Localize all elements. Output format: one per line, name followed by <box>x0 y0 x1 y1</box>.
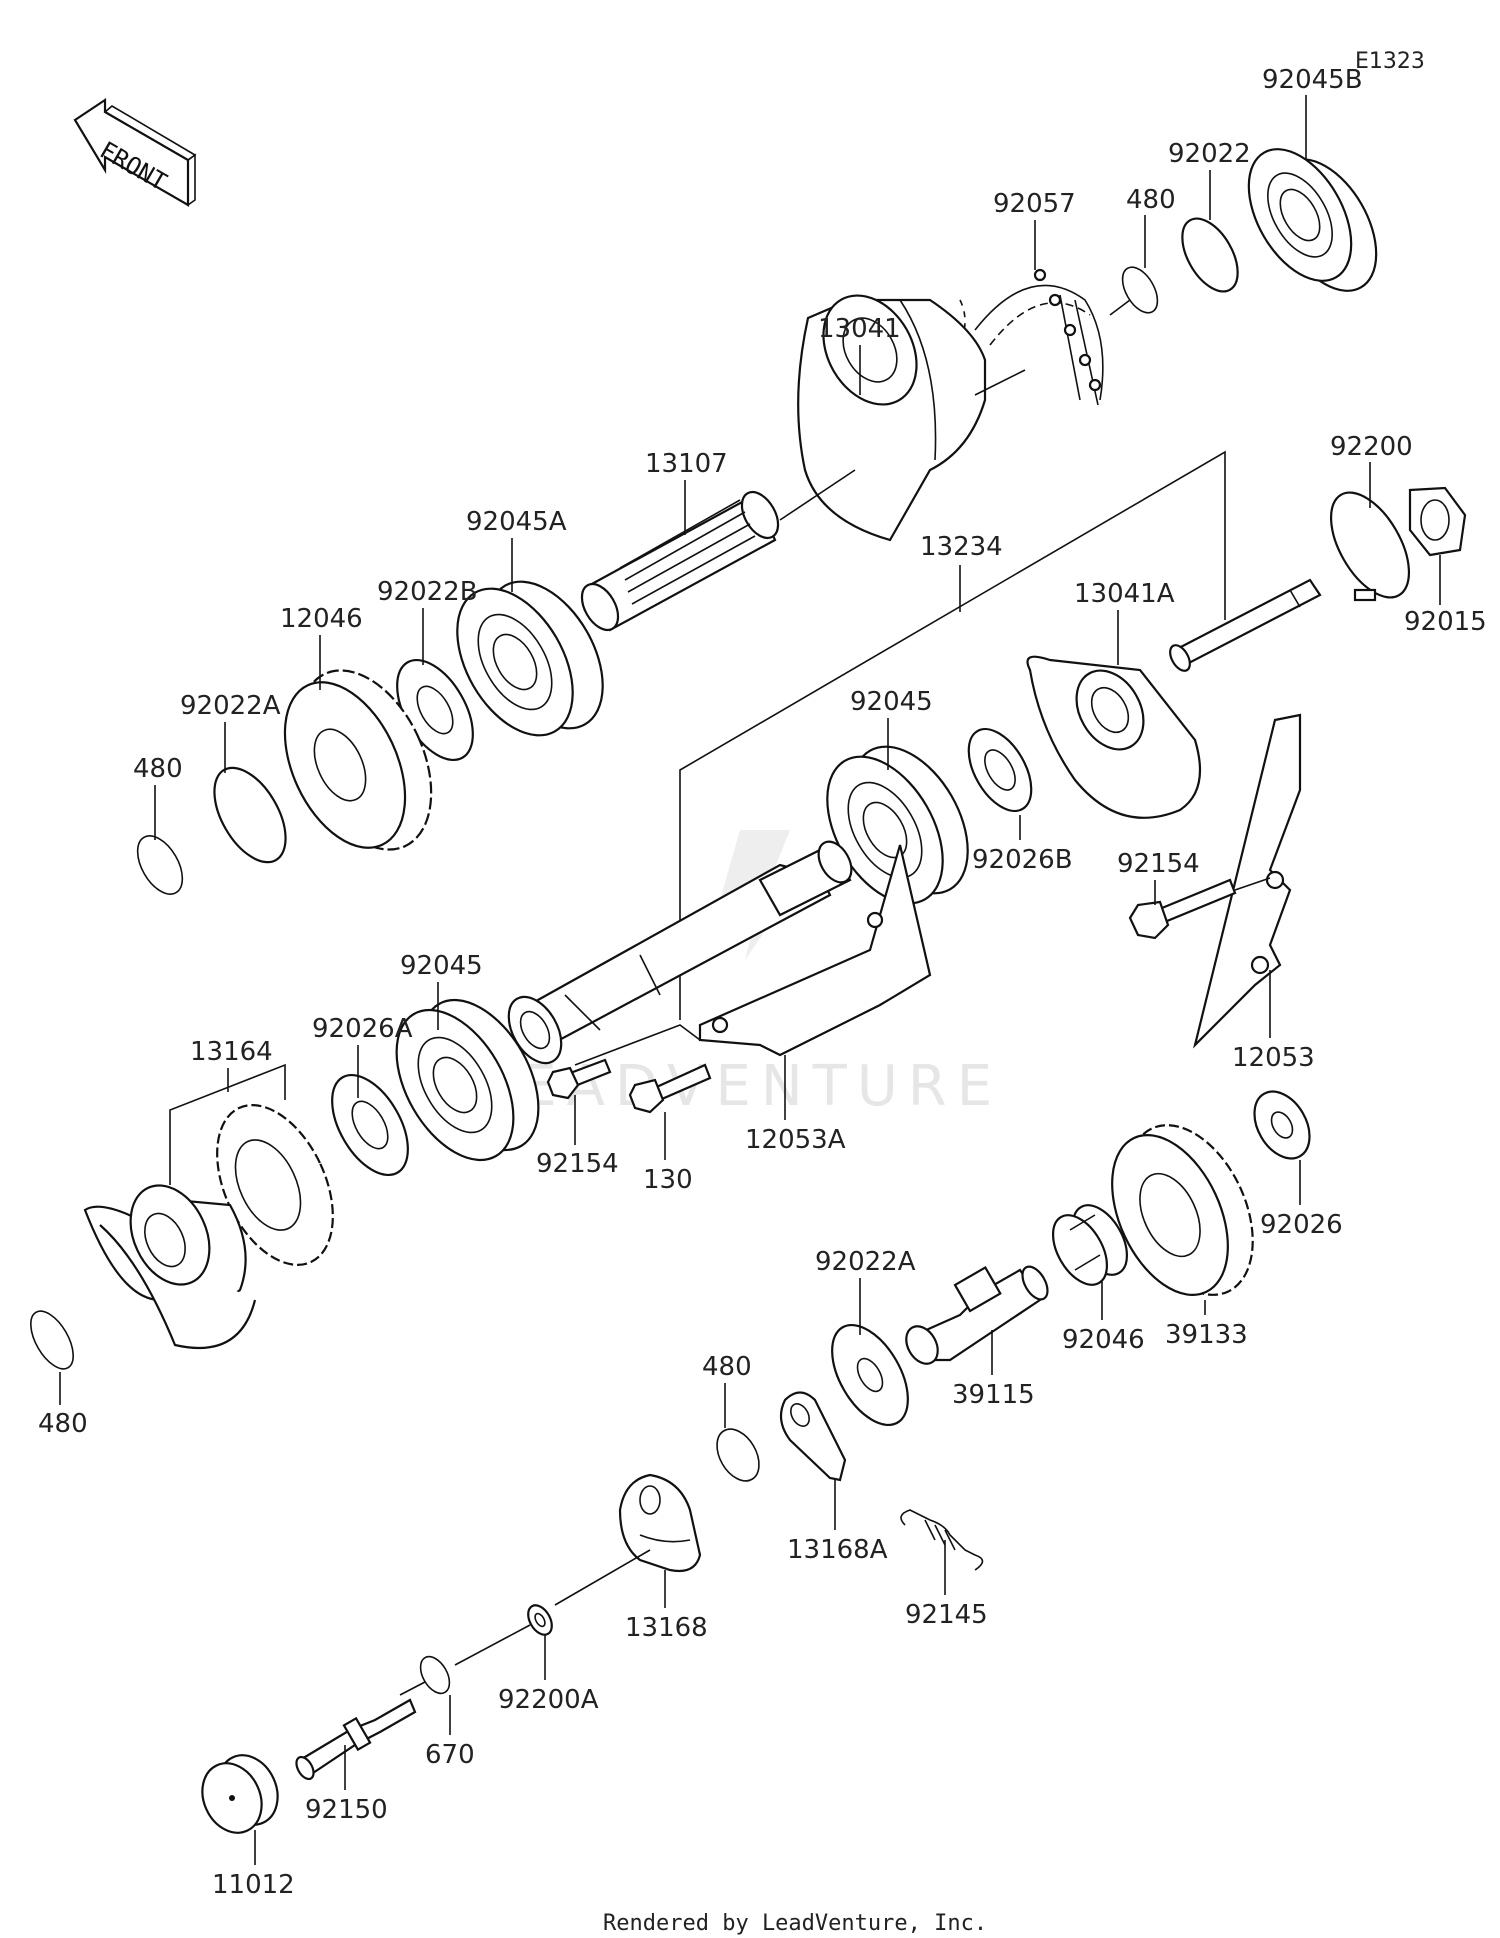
label-13168a: 13168A <box>787 1535 888 1565</box>
label-92022a-top: 92022A <box>180 691 281 721</box>
label-92145: 92145 <box>905 1600 988 1630</box>
label-13041a: 13041A <box>1074 579 1175 609</box>
washer-92022[interactable] <box>1171 209 1249 300</box>
bearing-92045a[interactable] <box>433 562 626 756</box>
spring-92145[interactable] <box>900 1509 984 1571</box>
label-92150: 92150 <box>305 1795 388 1825</box>
label-12046: 12046 <box>280 604 363 634</box>
label-480-left: 480 <box>133 754 183 784</box>
bolt-92150[interactable] <box>293 1698 417 1782</box>
label-39133: 39133 <box>1165 1320 1248 1350</box>
circlip-480-bottom[interactable] <box>708 1422 767 1488</box>
bearing-92045-lower[interactable] <box>372 980 562 1180</box>
footer-credit: Rendered by LeadVenture, Inc. <box>603 1911 987 1936</box>
sprocket-13164[interactable] <box>83 1087 356 1350</box>
bolt-92154-right[interactable] <box>1128 878 1237 940</box>
washer-92022a-bottom[interactable] <box>817 1312 924 1437</box>
label-13107: 13107 <box>645 449 728 479</box>
sprocket-12046[interactable] <box>261 649 458 870</box>
label-480-top: 480 <box>1126 185 1176 215</box>
o-ring-670[interactable] <box>415 1652 456 1699</box>
washer-92026a[interactable] <box>317 1062 424 1187</box>
label-13234: 13234 <box>920 532 1003 562</box>
label-92200a: 92200A <box>498 1685 599 1715</box>
sprocket-13041[interactable] <box>797 279 987 542</box>
chain-92057[interactable] <box>959 268 1104 406</box>
label-13164: 13164 <box>190 1037 273 1067</box>
label-92154-right: 92154 <box>1117 849 1200 879</box>
label-480-bottom-left: 480 <box>38 1409 88 1439</box>
guide-12053a[interactable] <box>698 844 932 1057</box>
label-92046: 92046 <box>1062 1325 1145 1355</box>
needle-bearing-92046[interactable] <box>1042 1196 1138 1294</box>
label-92026a: 92026A <box>312 1014 413 1044</box>
sprocket-39133[interactable] <box>1089 1105 1278 1315</box>
washer-92026b[interactable] <box>956 719 1044 822</box>
splined-shaft-13107[interactable] <box>575 486 786 636</box>
diagram-code: E1323 <box>1355 49 1425 74</box>
bolt-130[interactable] <box>628 1063 712 1114</box>
bearing-92045-upper[interactable] <box>803 727 991 924</box>
label-92045b: 92045B <box>1262 65 1363 95</box>
label-670: 670 <box>425 1740 475 1770</box>
label-39115: 39115 <box>952 1380 1035 1410</box>
label-92026b: 92026B <box>972 845 1073 875</box>
label-92015: 92015 <box>1404 607 1487 637</box>
guide-12053[interactable] <box>1192 713 1302 1049</box>
bracket-13168[interactable] <box>618 1473 702 1573</box>
circlip-480-top[interactable] <box>1115 261 1164 318</box>
label-92022b: 92022B <box>377 577 478 607</box>
label-12053a: 12053A <box>745 1125 846 1155</box>
label-11012: 11012 <box>212 1870 295 1900</box>
circlip-480-left[interactable] <box>128 828 191 901</box>
label-92045-upper: 92045 <box>850 687 933 717</box>
pin-13234[interactable] <box>1166 578 1322 674</box>
washer-92200a[interactable] <box>523 1601 556 1639</box>
circlip-480-bottom-left[interactable] <box>22 1304 82 1375</box>
label-12053: 12053 <box>1232 1043 1315 1073</box>
label-92154-mid: 92154 <box>536 1149 619 1179</box>
nut-92015[interactable] <box>1408 486 1467 557</box>
label-92022a-bottom: 92022A <box>815 1247 916 1277</box>
label-92200: 92200 <box>1330 432 1413 462</box>
label-92045-lower: 92045 <box>400 951 483 981</box>
washer-92200[interactable] <box>1315 480 1425 610</box>
label-13168: 13168 <box>625 1613 708 1643</box>
label-92045a: 92045A <box>466 507 567 537</box>
sprocket-13041a[interactable] <box>1026 655 1202 819</box>
lever-13168a[interactable] <box>779 1391 847 1482</box>
cap-11012[interactable] <box>191 1746 288 1843</box>
front-arrow-icon: FRONT <box>73 97 197 207</box>
label-130: 130 <box>643 1165 693 1195</box>
label-92026: 92026 <box>1260 1210 1343 1240</box>
label-92057: 92057 <box>993 189 1076 219</box>
label-92022: 92022 <box>1168 139 1251 169</box>
label-480-bottom: 480 <box>702 1352 752 1382</box>
washer-92026[interactable] <box>1243 1082 1321 1168</box>
main-shaft-13234[interactable] <box>498 836 858 1072</box>
label-13041: 13041 <box>818 314 901 344</box>
bolt-92154-mid[interactable] <box>546 1058 612 1100</box>
bearing-92045b[interactable] <box>1228 132 1398 309</box>
shaft-39115[interactable] <box>900 1262 1053 1369</box>
washer-92022a-top[interactable] <box>200 756 300 874</box>
